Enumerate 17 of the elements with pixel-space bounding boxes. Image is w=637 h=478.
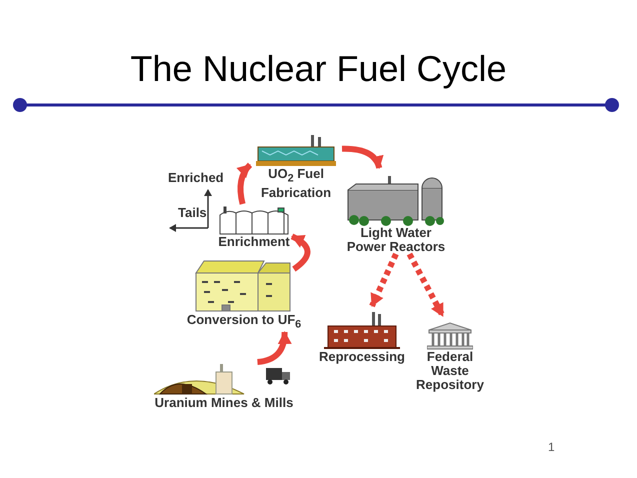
facility-label: Uranium Mines & Mills: [154, 396, 294, 410]
facility-label: Light Water Power Reactors: [346, 226, 446, 254]
flow-arrow: [236, 162, 252, 205]
flow-arrow: [257, 331, 292, 365]
facility-label: Reprocessing: [318, 350, 406, 364]
slide-title: The Nuclear Fuel Cycle: [129, 48, 508, 90]
facility-label: Federal Waste Repository: [415, 350, 485, 392]
flow-arrow: [406, 252, 446, 318]
flow-arrow: [369, 252, 399, 308]
flow-arrow: [290, 234, 310, 272]
flow-label: Tails: [178, 205, 207, 220]
facility-label: UO$_{2}$ Fuel Fabrication: [260, 167, 332, 200]
flow-label: Enriched: [168, 170, 224, 185]
facility-label: Conversion to UF$_{6}$: [186, 313, 302, 332]
facility-label: Enrichment: [217, 235, 291, 249]
flow-arrow: [342, 146, 383, 169]
page-number: 1: [548, 440, 555, 454]
